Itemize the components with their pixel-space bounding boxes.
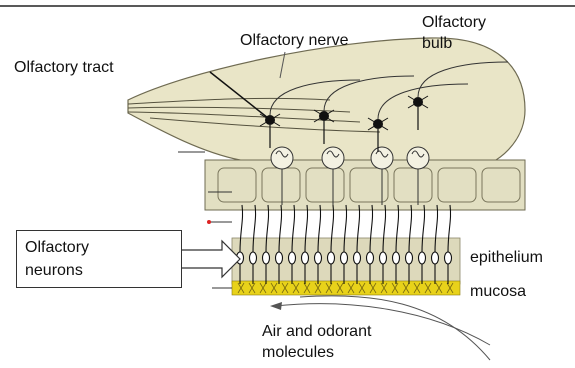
- olfactory-neurons-callout: Olfactory neurons: [16, 230, 182, 288]
- olfactory-neurons-label-line1: Olfactory: [25, 238, 89, 257]
- olfactory-nerve-label: Olfactory nerve: [240, 31, 348, 50]
- neuron-body: [302, 252, 309, 264]
- neuron-body: [341, 252, 348, 264]
- neuron-body: [393, 252, 400, 264]
- air-molecules-label-line2: molecules: [262, 343, 334, 362]
- neuron-body: [380, 252, 387, 264]
- red-marker: [207, 220, 211, 224]
- epithelium-label: epithelium: [470, 248, 543, 267]
- neuron-body: [289, 252, 296, 264]
- glomerulus: [407, 147, 429, 169]
- neurons-arrow: [182, 241, 240, 277]
- glomerulus: [322, 147, 344, 169]
- glomerulus: [271, 147, 293, 169]
- neuron-body: [328, 252, 335, 264]
- neuron-body: [354, 252, 361, 264]
- neuron-body: [445, 252, 452, 264]
- neuron-body: [315, 252, 322, 264]
- olfactory-bulb-label-line1: Olfactory: [422, 13, 486, 32]
- glomerulus: [371, 147, 393, 169]
- olfactory-neurons-label-line2: neurons: [25, 261, 83, 280]
- neuron-body: [419, 252, 426, 264]
- neuron-body: [406, 252, 413, 264]
- olfactory-tract-label: Olfactory tract: [14, 58, 114, 77]
- neuron-body: [367, 252, 374, 264]
- mucosa-label: mucosa: [470, 282, 526, 301]
- olfactory-bulb-label-line2: bulb: [422, 34, 452, 53]
- air-flow-arrowhead: [270, 302, 282, 310]
- neuron-body: [250, 252, 257, 264]
- neuron-body: [263, 252, 270, 264]
- neuron-body: [432, 252, 439, 264]
- neuron-body: [276, 252, 283, 264]
- air-molecules-label-line1: Air and odorant: [262, 322, 371, 341]
